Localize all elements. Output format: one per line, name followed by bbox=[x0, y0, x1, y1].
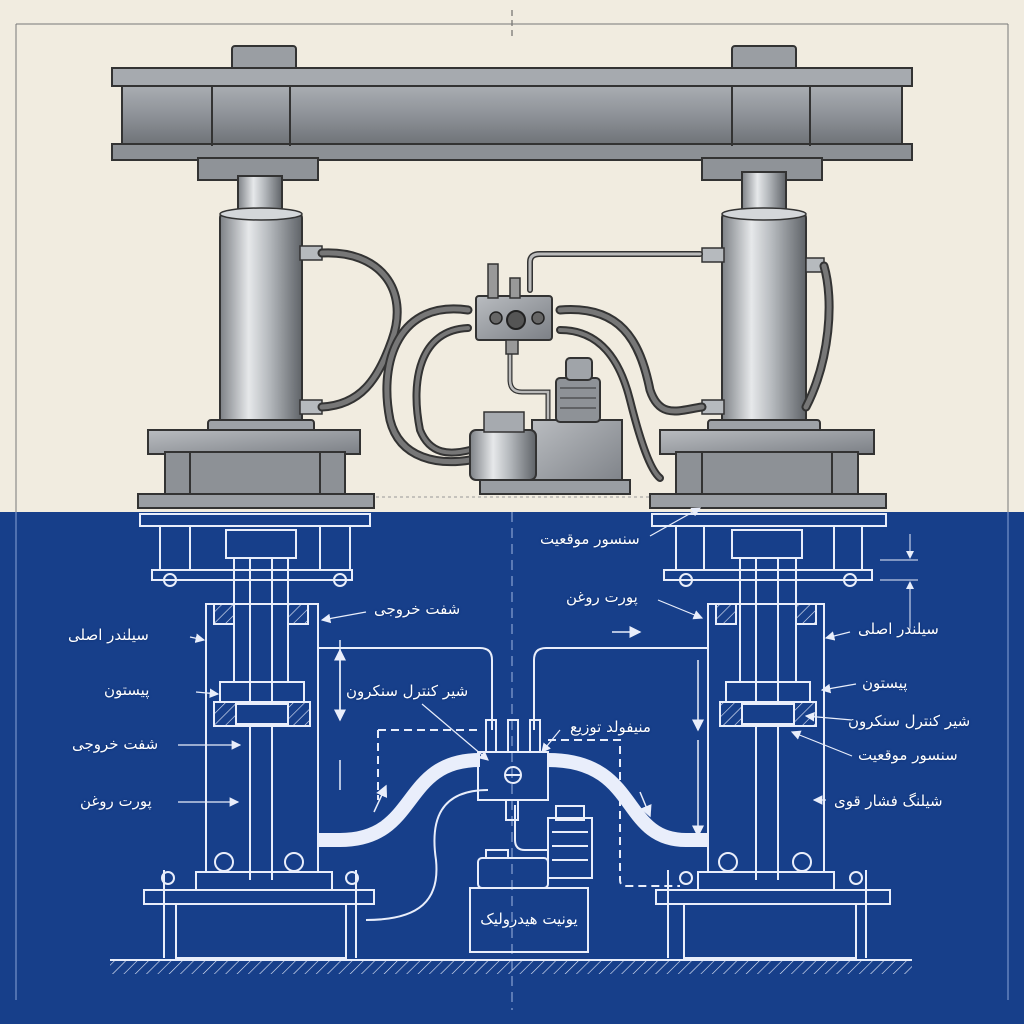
label-right-high-pressure-hose: شیلنگ فشار قوی bbox=[834, 792, 943, 810]
label-right-main-cylinder: سیلندر اصلی bbox=[858, 620, 939, 638]
label-right-position-sensor: سنسور موقعیت bbox=[858, 746, 958, 764]
label-left-oil-port: پورت روغن bbox=[80, 792, 152, 810]
label-center-sync-control-valve: شیر کنترل سنکرون bbox=[346, 682, 469, 700]
label-right-oil-port: پورت روغن bbox=[566, 588, 638, 606]
right-cylinder-illustration bbox=[649, 171, 887, 509]
label-left-main-cylinder: سیلندر اصلی bbox=[68, 626, 149, 644]
blueprint-schematic bbox=[110, 507, 918, 974]
top-beam bbox=[111, 45, 913, 181]
pump-unit-illustration bbox=[469, 357, 631, 495]
label-left-output-shaft: شفت خروجی bbox=[72, 735, 159, 753]
label-left-piston: پیستون bbox=[104, 681, 150, 699]
label-center-output-shaft: شفت خروجی bbox=[374, 600, 461, 618]
hoses-illustration bbox=[317, 248, 834, 482]
label-right-position-sensor-top: سنسور موقعیت bbox=[540, 530, 640, 548]
label-center-hydraulic-unit: یونیت هیدرولیک bbox=[480, 910, 578, 928]
label-right-piston: پیستون bbox=[862, 674, 908, 692]
manifold-illustration bbox=[475, 263, 553, 355]
label-center-distribution-manifold: منیفولد توزیع bbox=[570, 718, 651, 736]
label-right-sync-control-valve: شیر کنترل سنکرون bbox=[848, 712, 971, 730]
left-cylinder-illustration bbox=[137, 175, 375, 509]
